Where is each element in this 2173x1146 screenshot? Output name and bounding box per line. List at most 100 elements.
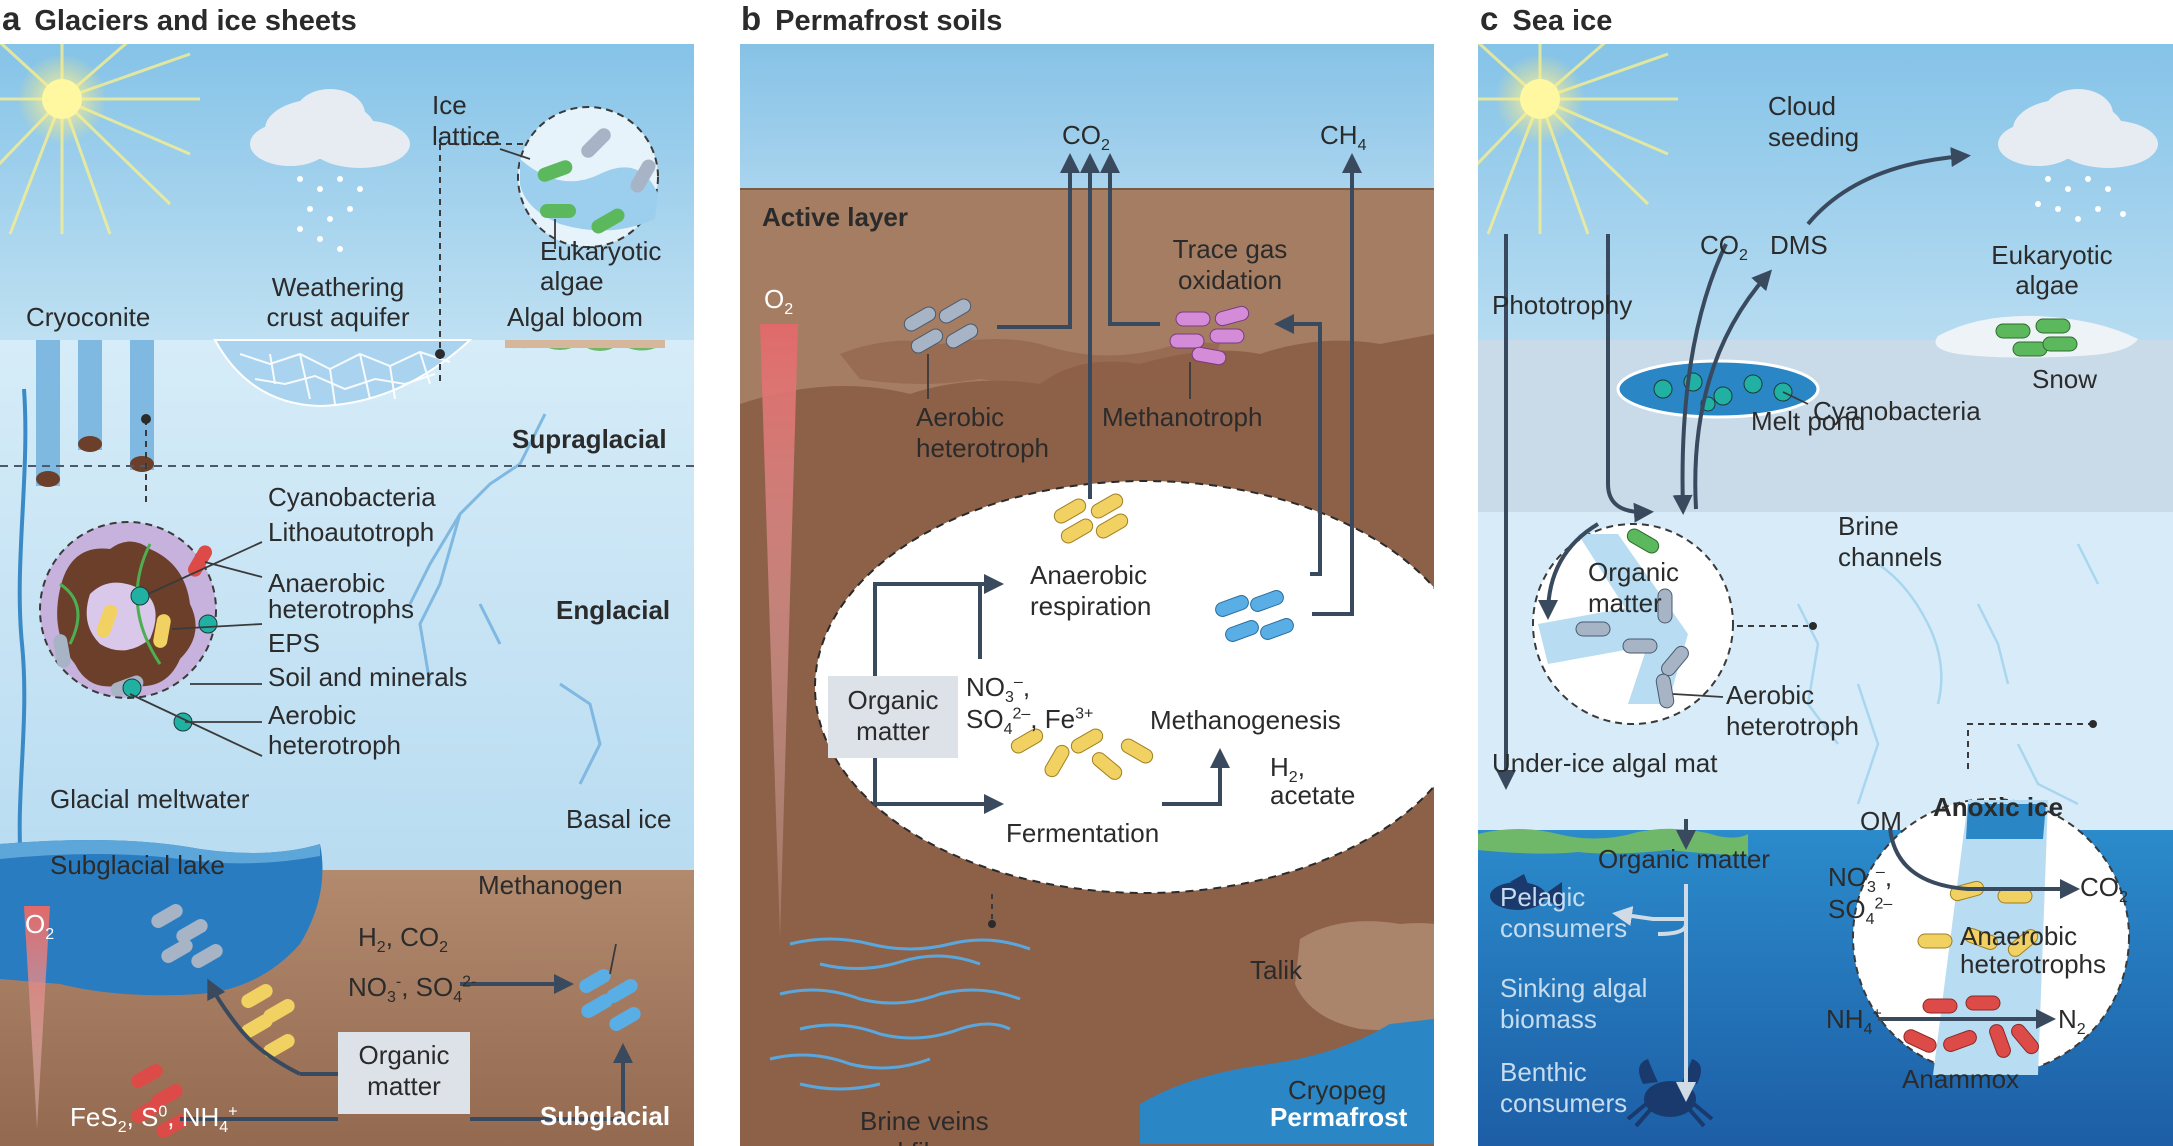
label-permafrost: Permafrost <box>1270 1102 1408 1132</box>
label-euk-c-2: algae <box>2015 270 2079 300</box>
label-euk-2: algae <box>540 266 604 296</box>
snowfall <box>297 176 363 252</box>
cryoconite-bacteria <box>53 545 218 732</box>
sun-icon <box>42 79 82 119</box>
label-cyanobacteria-c: Cyanobacteria <box>1813 396 1981 426</box>
label-organic-1: Organic <box>358 1040 450 1070</box>
label-anaerobic-c-1: Anaerobic <box>1960 921 2078 951</box>
label-euk-1: Eukaryotic <box>540 236 662 266</box>
anaerobic-respirers <box>1053 493 1129 544</box>
label-cyanobacteria: Cyanobacteria <box>268 482 436 512</box>
methanogens <box>579 969 641 1031</box>
o2-gradient <box>24 906 50 1129</box>
brine-bacteria <box>1575 528 1689 709</box>
label-snow: Snow <box>2032 364 2098 394</box>
label-sinking-2: biomass <box>1500 1004 1597 1034</box>
meltwater-stream <box>10 388 31 880</box>
label-cryoconite: Cryoconite <box>26 302 151 332</box>
label-algal-bloom: Algal bloom <box>507 302 643 332</box>
label-methanotroph: Methanotroph <box>1102 402 1263 432</box>
label-co2-out: CO2 <box>2080 872 2128 907</box>
label-brine-b-1: Brine veins <box>860 1106 989 1136</box>
bed-anaerobes <box>241 984 295 1058</box>
lake-heterotrophs <box>151 904 223 968</box>
label-co2-b: CO2 <box>1062 120 1110 155</box>
weathering-crust <box>213 339 473 408</box>
label-sinking-1: Sinking algal <box>1500 973 1648 1003</box>
fish-icon <box>1490 874 1562 910</box>
panel-b-illustration <box>740 44 1434 1146</box>
label-methanogen: Methanogen <box>478 870 623 900</box>
label-benthic-1: Benthic <box>1500 1057 1587 1087</box>
panel-c-illustration <box>1478 44 2173 1146</box>
cryopeg <box>1140 1019 1434 1144</box>
label-active-layer: Active layer <box>762 202 908 232</box>
label-brine-c-1: Brine <box>1838 511 1899 541</box>
label-anaerobic-2: heterotrophs <box>268 594 414 624</box>
organic-matter-box-b <box>828 676 958 758</box>
label-methanogenesis: Methanogenesis <box>1150 705 1341 735</box>
label-melt-pond: Melt pond <box>1751 406 1866 436</box>
panel-glaciers: Cryoconite Weathering crust aquifer Alga… <box>0 44 694 1146</box>
cloud-icon-c <box>1998 89 2158 168</box>
label-organic-c-2: matter <box>1588 588 1662 618</box>
label-meltwater: Glacial meltwater <box>50 784 250 814</box>
label-pelagic-2: consumers <box>1500 913 1628 943</box>
talik <box>1295 921 1434 1030</box>
fermenters <box>1010 728 1154 780</box>
label-lithoautotroph: Lithoautotroph <box>268 517 435 547</box>
sea-ice-surface <box>1478 340 2173 512</box>
label-cloud-2: seeding <box>1768 122 1860 152</box>
aerobic-heterotrophs-b <box>903 298 979 354</box>
label-anaerobic-1: Anaerobic <box>268 568 386 598</box>
label-o2-a: O2 <box>25 909 55 944</box>
label-anaerobic-b-1: Anaerobic <box>1030 560 1148 590</box>
label-fermentation: Fermentation <box>1006 818 1160 848</box>
snow-patch <box>1935 315 2138 358</box>
label-trace-2: oxidation <box>1177 265 1283 295</box>
label-ice-1: Ice <box>432 90 467 120</box>
label-englacial: Englacial <box>556 595 671 625</box>
methanotrophs <box>1169 305 1250 366</box>
label-o2-b: O2 <box>764 284 794 319</box>
label-no3-b: NO3–, <box>966 672 1031 707</box>
label-organic-matter-c: Organic matter <box>1598 844 1770 874</box>
label-so4-c: SO42– <box>1828 894 1893 929</box>
label-trace-1: Trace gas <box>1172 234 1288 264</box>
panel-a-illustration <box>0 44 694 1146</box>
label-euk-c-1: Eukaryotic <box>1991 240 2113 270</box>
crevasses <box>408 413 602 785</box>
cryoconite-holes <box>36 340 154 487</box>
label-h2-co2: H2, CO2 <box>358 922 449 957</box>
label-subglacial-lake: Subglacial lake <box>50 850 225 880</box>
anoxic-heterotrophs <box>1917 880 2039 957</box>
label-talik: Talik <box>1250 955 1303 985</box>
label-dms: DMS <box>1770 230 1828 260</box>
lattice-algae <box>537 128 656 234</box>
lithoautotrophs <box>131 1064 188 1138</box>
label-supraglacial: Supraglacial <box>512 424 667 454</box>
label-anaerobic-c-2: heterotrophs <box>1960 949 2106 979</box>
label-no3-so4: NO3-, SO42- <box>348 972 477 1007</box>
label-organic-2: matter <box>367 1071 441 1101</box>
label-pelagic-1: Pelagic <box>1500 882 1586 912</box>
label-cryopeg: Cryopeg <box>1288 1075 1387 1105</box>
label-anammox: Anammox <box>1902 1064 2020 1094</box>
label-aerobic-b-2: heterotroph <box>916 433 1049 463</box>
methanogens-b <box>1215 590 1294 642</box>
cloud-icon <box>250 89 410 168</box>
o2-gradient-b <box>760 324 798 939</box>
label-basal-ice: Basal ice <box>566 804 672 834</box>
label-no3-c: NO3–, <box>1828 862 1893 897</box>
label-n2: N2 <box>2058 1004 2086 1039</box>
label-acetate: acetate <box>1270 780 1356 810</box>
brine-channels <box>1796 543 2100 806</box>
label-under-ice: Under-ice algal mat <box>1492 748 1718 778</box>
label-co2-c: CO2 <box>1700 230 1748 265</box>
label-weathering-2: crust aquifer <box>266 302 410 332</box>
label-eps: EPS <box>268 628 321 658</box>
label-organic-b-2: matter <box>856 716 930 746</box>
